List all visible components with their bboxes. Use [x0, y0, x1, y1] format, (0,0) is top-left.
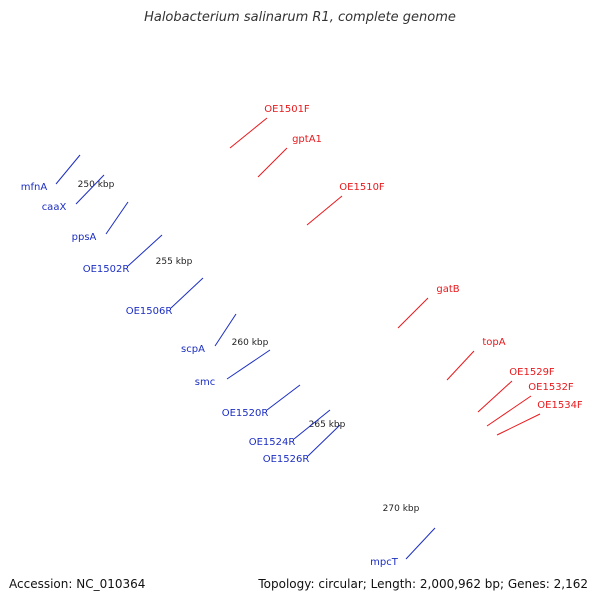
accession-text: Accession: NC_010364	[9, 577, 146, 591]
reverse-leader-line	[307, 424, 341, 457]
reverse-leader-line	[170, 277, 204, 309]
reverse-gene-label: mfnA	[21, 182, 48, 193]
reverse-leader-line	[405, 527, 436, 560]
scale-label: 250 kbp	[78, 180, 115, 190]
forward-leader-line	[477, 380, 513, 413]
reverse-gene-label: OE1524R	[249, 437, 296, 448]
reverse-leader-line	[127, 234, 163, 267]
reverse-gene-label: OE1502R	[83, 264, 130, 275]
forward-gene-label: OE1529F	[509, 367, 555, 378]
forward-gene-label: OE1532F	[528, 382, 574, 393]
forward-gene-label: gatB	[436, 284, 459, 295]
forward-leader-line	[446, 350, 475, 381]
scale-label: 260 kbp	[232, 338, 269, 348]
reverse-leader-line	[105, 201, 129, 235]
reverse-gene-label: scpA	[181, 344, 205, 355]
reverse-gene-label: caaX	[42, 202, 67, 213]
reverse-leader-line	[214, 313, 237, 347]
reverse-gene-label: OE1526R	[263, 454, 310, 465]
reverse-leader-line	[226, 349, 271, 380]
reverse-gene-label: OE1506R	[126, 306, 173, 317]
reverse-gene-label: ppsA	[72, 232, 97, 243]
forward-gene-label: OE1501F	[264, 104, 310, 115]
reverse-leader-line	[55, 154, 81, 185]
scale-label: 265 kbp	[309, 420, 346, 430]
reverse-leader-line	[75, 174, 105, 205]
reverse-gene-label: OE1520R	[222, 408, 269, 419]
forward-leader-line	[229, 117, 268, 149]
forward-leader-line	[397, 297, 429, 329]
reverse-leader-line	[293, 409, 331, 440]
forward-leader-line	[496, 413, 541, 436]
forward-leader-line	[486, 395, 532, 427]
reverse-gene-label: smc	[195, 377, 215, 388]
scale-label: 255 kbp	[156, 257, 193, 267]
forward-gene-label: OE1534F	[537, 400, 583, 411]
topology-text: Topology: circular; Length: 2,000,962 bp…	[258, 577, 588, 591]
forward-leader-line	[257, 147, 288, 178]
reverse-gene-label: mpcT	[370, 557, 399, 568]
forward-gene-label: topA	[482, 337, 505, 348]
forward-leader-line	[306, 195, 343, 226]
forward-gene-label: OE1510F	[339, 182, 385, 193]
reverse-leader-line	[266, 384, 301, 411]
scale-label: 270 kbp	[383, 504, 420, 514]
map-title: Halobacterium salinarum R1, complete gen…	[144, 10, 456, 25]
forward-gene-label: gptA1	[292, 134, 322, 145]
